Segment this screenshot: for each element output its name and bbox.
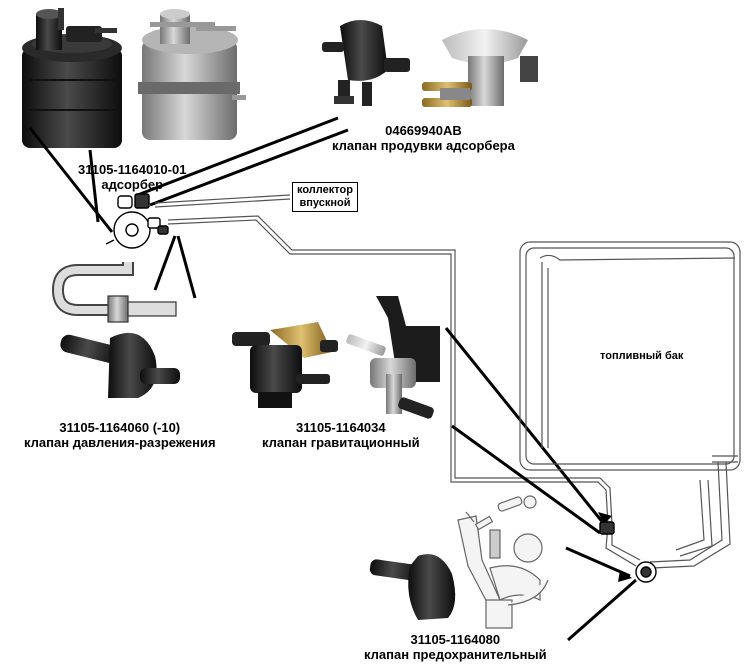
pressure-valve-name: клапан давления-разрежения <box>24 435 216 450</box>
gravity-valve-bracket <box>346 296 440 419</box>
tank-valve-fitting <box>599 521 657 583</box>
safety-valve <box>369 554 456 620</box>
safety-arrowhead <box>618 570 632 582</box>
pressure-valve-part-no: 31105-1164060 (-10) <box>59 420 181 435</box>
safety-valve-part-no: 31105-1164080 <box>410 632 501 647</box>
pipe-to-intake <box>154 194 291 208</box>
fuel-tank-outline <box>519 241 741 471</box>
schematic-canister <box>105 193 169 249</box>
adsorber-canister-black <box>22 8 122 148</box>
gravity-arrowhead <box>598 512 612 524</box>
purge-valve-grey <box>422 29 538 107</box>
purge-valve-part-no: 04669940AB <box>385 123 462 138</box>
canister-arrows <box>153 235 197 299</box>
adsorber-name: адсорбер <box>101 177 164 192</box>
gravity-valve <box>232 322 338 408</box>
fuel-tank-label: топливный бак <box>600 350 684 362</box>
gravity-valve-name: клапан гравитационный <box>262 435 420 450</box>
adsorber-pointer-lines <box>28 127 114 233</box>
purge-valve-pointer-lines <box>134 116 349 207</box>
filler-neck-assembly <box>457 495 549 629</box>
purge-valve-dark <box>322 20 410 106</box>
purge-valve-name: клапан продувки адсорбера <box>332 138 515 153</box>
safety-pointer-lines <box>565 546 637 642</box>
pressure-vacuum-valve <box>60 332 180 398</box>
u-hose-fitting <box>51 262 177 323</box>
intake-manifold-line2: впускной <box>299 197 351 209</box>
adsorber-canister-grey <box>138 9 246 140</box>
adsorber-label: 31105-1164010-01 адсорбер <box>78 162 186 192</box>
gravity-valve-part-no: 31105-1164034 <box>295 420 386 435</box>
pressure-valve-label: 31105-1164060 (-10) клапан давления-разр… <box>24 420 216 450</box>
safety-valve-name: клапан предохранительный <box>364 647 547 662</box>
purge-valve-label: 04669940AB клапан продувки адсорбера <box>332 123 515 153</box>
safety-valve-label: 31105-1164080 клапан предохранительный <box>364 632 547 662</box>
gravity-valve-label: 31105-1164034 клапан гравитационный <box>262 420 420 450</box>
intake-manifold-box: коллектор впускной <box>292 182 358 212</box>
tank-filler-pipes <box>605 461 731 569</box>
gravity-pointer-lines <box>444 327 606 535</box>
intake-manifold-line1: коллектор <box>297 184 353 196</box>
vent-line-to-tank <box>167 215 613 526</box>
adsorber-part-no: 31105-1164010-01 <box>78 162 187 177</box>
